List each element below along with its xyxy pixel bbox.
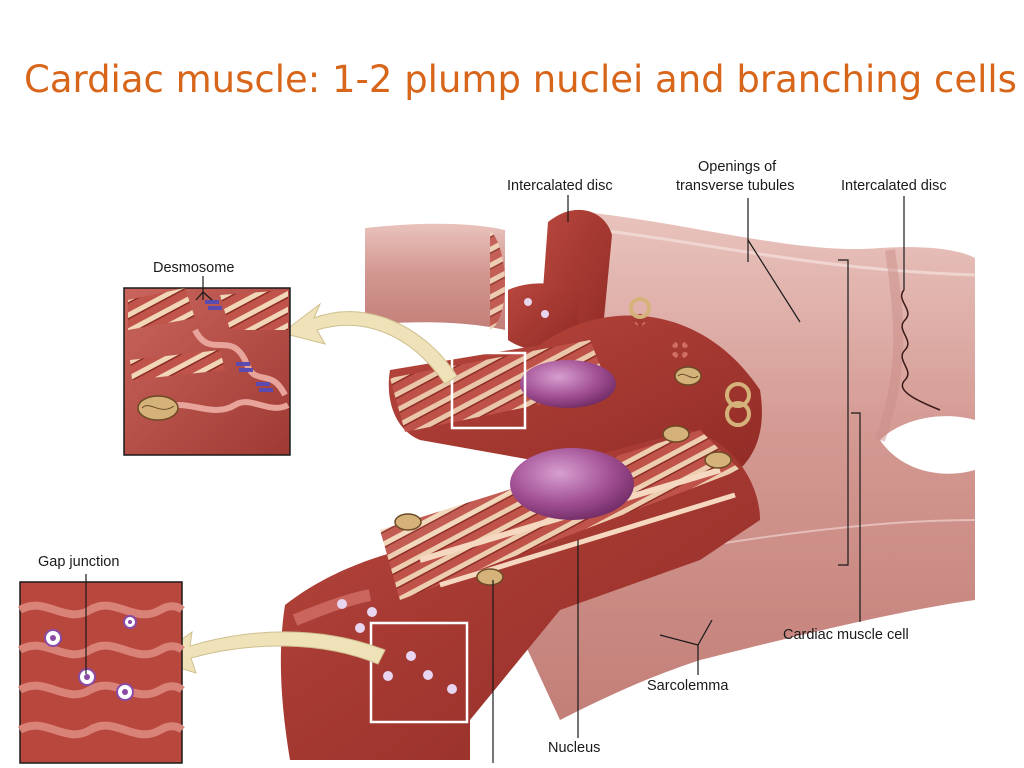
lower-cutaway [280, 425, 760, 760]
mitochondrion-lower [394, 425, 732, 586]
label-cardiac-muscle-cell: Cardiac muscle cell [783, 627, 909, 643]
mitochondrion-loop [629, 297, 751, 427]
leader-lines [85, 195, 941, 763]
desmosome-source-box [450, 351, 527, 430]
label-desmosome: Desmosome [153, 260, 234, 276]
nucleus-upper [520, 360, 616, 408]
nucleus-lower [510, 448, 634, 520]
mitochondrion-upper [674, 366, 702, 386]
gap-junction-inset [17, 581, 185, 764]
label-sarcolemma: Sarcolemma [647, 678, 729, 694]
label-intercalated-disc-left: Intercalated disc [507, 178, 613, 194]
label-intercalated-disc-right: Intercalated disc [841, 178, 947, 194]
desmosome-inset [123, 287, 291, 456]
label-openings-line1: Openings of [698, 159, 777, 175]
label-openings-line2: transverse tubules [676, 178, 794, 194]
gap-junction-source-box [369, 621, 469, 724]
label-nucleus: Nucleus [548, 740, 600, 756]
label-gap-junction: Gap junction [38, 554, 119, 570]
gap-junction-dots [383, 651, 457, 694]
slide-title: Cardiac muscle: 1-2 plump nuclei and bra… [24, 58, 1017, 101]
upper-branch-cylinder [365, 223, 505, 330]
